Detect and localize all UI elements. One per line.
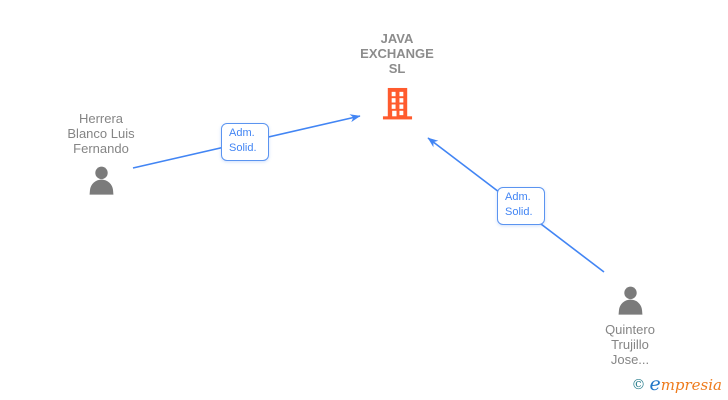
person-name-line: Jose...: [610, 352, 650, 367]
edge-label-line: Solid.: [229, 142, 257, 154]
building-icon: [382, 87, 412, 120]
company-name-line: SL: [388, 61, 406, 76]
person-name: Herrera Blanco Luis Fernando: [67, 111, 134, 156]
edge-label[interactable]: Adm. Solid.: [221, 123, 269, 161]
company-name-line: JAVA: [380, 31, 414, 46]
company-name-line: EXCHANGE: [360, 46, 434, 61]
person-node-quintero[interactable]: Quintero Trujillo Jose...: [565, 285, 695, 367]
company-name: JAVA EXCHANGE SL: [360, 31, 434, 76]
person-name-line: Fernando: [73, 141, 129, 156]
person-node-herrera[interactable]: Herrera Blanco Luis Fernando: [36, 111, 166, 197]
person-name-line: Herrera: [78, 111, 124, 126]
person-name-line: Blanco Luis: [67, 126, 135, 141]
edge-label-line: Adm.: [229, 127, 255, 139]
company-node-java-exchange-sl[interactable]: JAVA EXCHANGE SL: [332, 31, 462, 120]
edge-label-line: Solid.: [505, 206, 533, 218]
person-icon: [89, 166, 113, 195]
person-name-line: Trujillo: [611, 337, 649, 352]
empresia-watermark: ©empresia: [631, 373, 722, 395]
empresia-logo-e: e: [649, 373, 661, 395]
edge-label[interactable]: Adm. Solid.: [497, 187, 545, 225]
empresia-logo-text: empresia: [649, 373, 722, 395]
person-name: Quintero Trujillo Jose...: [605, 322, 655, 367]
copyright-icon: ©: [631, 377, 646, 393]
person-icon: [618, 286, 642, 315]
empresia-logo-rest: mpresia: [660, 376, 722, 394]
person-name-line: Quintero: [605, 322, 655, 337]
edge-label-line: Adm.: [505, 191, 531, 203]
